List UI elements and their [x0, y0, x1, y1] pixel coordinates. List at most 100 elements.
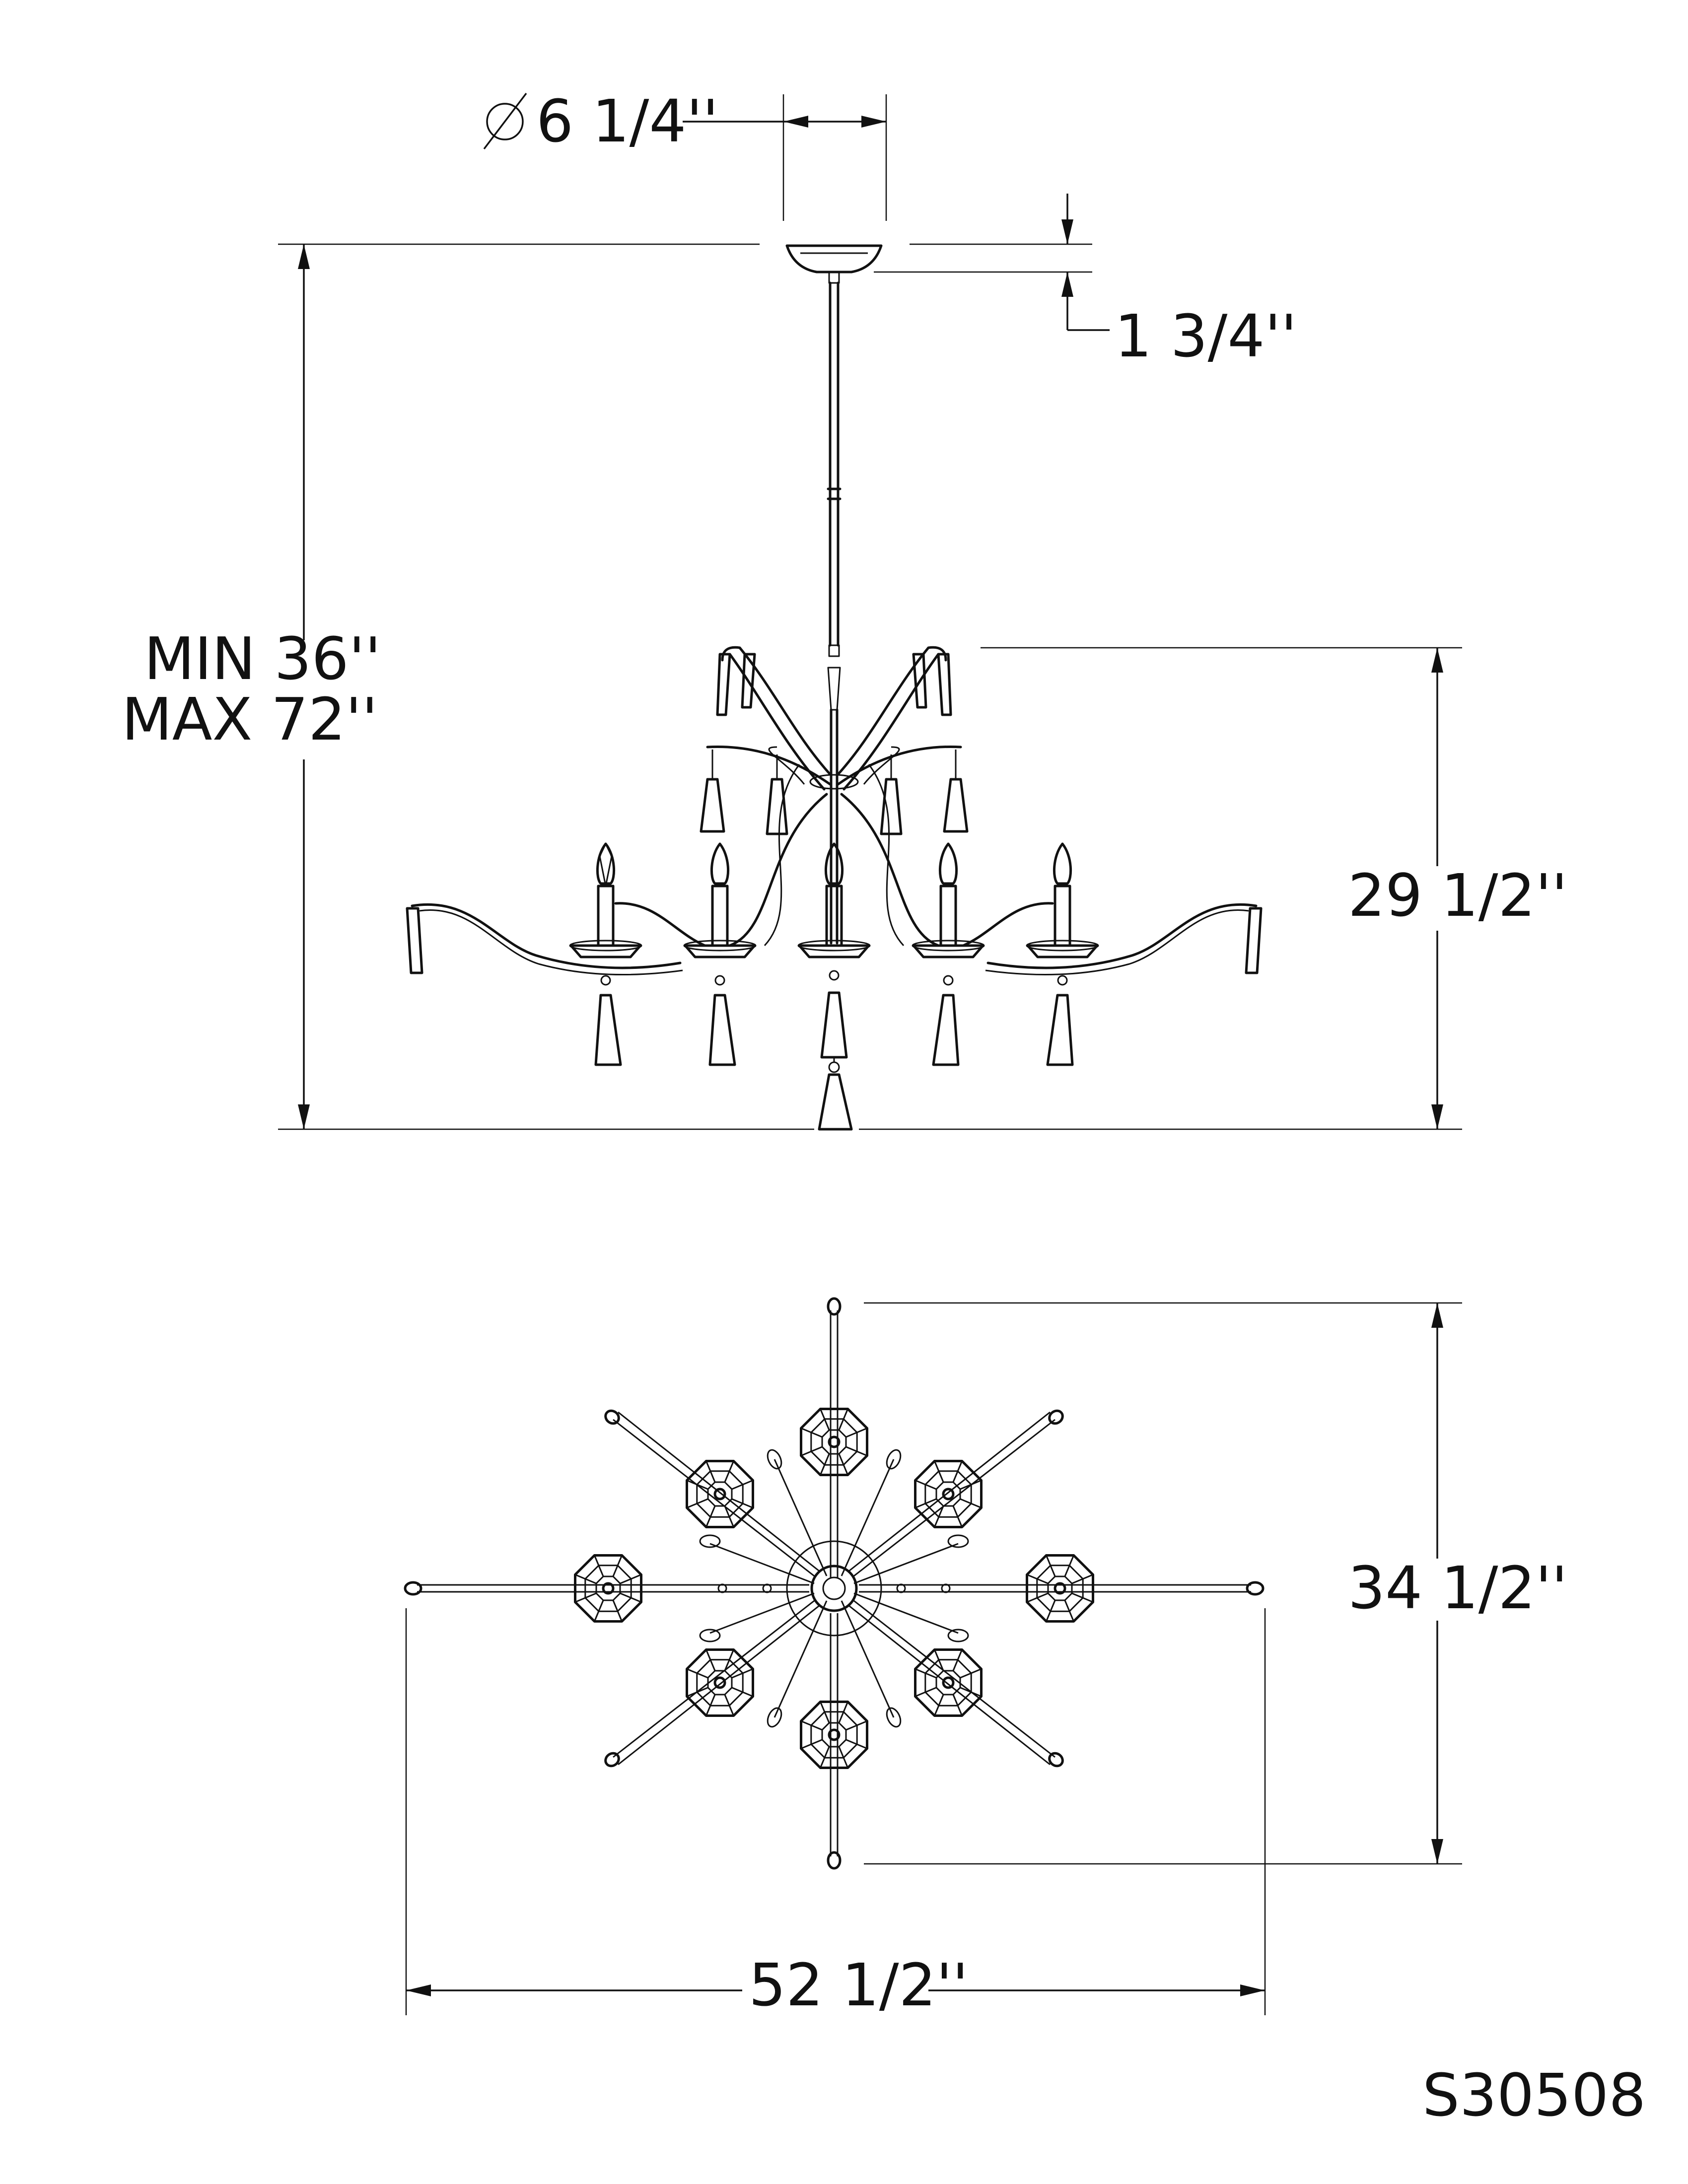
- rosette-facet: [960, 1687, 982, 1697]
- crystal-rosette: [914, 1648, 983, 1717]
- rosette-ring: [584, 1565, 632, 1612]
- overall-height-max-label: MAX 72'': [122, 685, 378, 753]
- rosette-facet: [800, 1446, 823, 1456]
- rosette-center: [828, 1435, 841, 1448]
- rosette-facet: [612, 1600, 623, 1622]
- rosette-center: [713, 1676, 726, 1689]
- rosette-facet: [1071, 1574, 1094, 1584]
- downrod: [809, 281, 859, 945]
- rosette-ring: [924, 1470, 972, 1518]
- rosette-facet: [952, 1694, 963, 1716]
- rosette-facet: [612, 1555, 623, 1577]
- rosette-facet: [1046, 1555, 1056, 1577]
- rosette-facet: [724, 1505, 734, 1528]
- rosette-facet: [838, 1701, 848, 1723]
- mid-arms: [706, 745, 962, 786]
- top-view-hub: [786, 1540, 882, 1637]
- rosette-ring: [696, 1659, 744, 1706]
- rosette-facet: [594, 1555, 604, 1577]
- candle-2: [683, 842, 757, 958]
- rosette-facet: [731, 1687, 754, 1697]
- rosette-facet: [686, 1668, 708, 1679]
- rosette-ring: [821, 1429, 847, 1455]
- crystal-rosette: [914, 1460, 983, 1528]
- rosette-facet: [731, 1480, 754, 1490]
- chandelier-side-view: [406, 244, 1263, 1131]
- rosette-facet: [724, 1460, 734, 1483]
- rosette-facet: [952, 1505, 963, 1528]
- body-height-dimension: [859, 647, 1462, 1130]
- model-number: S30508: [1422, 2061, 1646, 2129]
- body-height-label: 29 1/2'': [1348, 861, 1567, 930]
- rosette-facet: [960, 1498, 982, 1508]
- rosette-facet: [594, 1600, 604, 1622]
- rosette-ring: [924, 1659, 972, 1706]
- rosette-ring: [696, 1470, 744, 1518]
- rosette-facet: [724, 1694, 734, 1716]
- rosette-facet: [838, 1746, 848, 1769]
- candle-4: [912, 842, 985, 958]
- crystal-rosette: [800, 1408, 868, 1476]
- rosette-facet: [934, 1460, 944, 1483]
- crystal-rosette: [686, 1648, 754, 1717]
- rosette-center: [602, 1582, 615, 1595]
- crystal-rosette: [574, 1554, 642, 1623]
- crystal-rosette: [800, 1701, 868, 1769]
- top-view-depth-label: 34 1/2'': [1348, 1554, 1567, 1622]
- crystal-rosette: [1026, 1554, 1094, 1623]
- rosette-facet: [934, 1694, 944, 1716]
- candles: [569, 842, 1099, 958]
- rosette-ring: [810, 1711, 858, 1759]
- top-view-depth-dimension: [864, 1302, 1462, 1865]
- rosette-facet: [620, 1574, 642, 1584]
- rosette-ring: [595, 1575, 621, 1601]
- rosette-facet: [686, 1687, 708, 1697]
- canopy-diameter-dimension: [683, 94, 887, 221]
- rosette-facet: [960, 1668, 982, 1679]
- chandelier-top-view: [404, 1297, 1265, 1870]
- rosette-facet: [574, 1574, 597, 1584]
- rosette-ring: [821, 1722, 847, 1748]
- rosette-facet: [1064, 1600, 1074, 1622]
- rosette-facet: [845, 1446, 868, 1456]
- rosette-facet: [914, 1687, 937, 1697]
- rosette-facet: [800, 1428, 823, 1438]
- rosette-center: [1054, 1582, 1066, 1595]
- rosette-ring: [1047, 1575, 1073, 1601]
- rosette-facet: [686, 1480, 708, 1490]
- rosette-facet: [731, 1498, 754, 1508]
- rosette-facet: [574, 1592, 597, 1603]
- rosette-facet: [705, 1649, 716, 1671]
- rosette-ring: [1036, 1565, 1084, 1612]
- rosette-center: [942, 1488, 955, 1501]
- crystal-rosette: [686, 1460, 754, 1528]
- rosette-facet: [952, 1460, 963, 1483]
- rosette-facet: [934, 1505, 944, 1528]
- rosette-facet: [952, 1649, 963, 1671]
- top-view-leaf-crystals: [699, 1449, 969, 1728]
- rosette-facet: [800, 1739, 823, 1749]
- top-view-width-dimension: [405, 1608, 1266, 2015]
- overall-height-min-label: MIN 36'': [144, 624, 381, 693]
- rosette-center: [828, 1728, 841, 1741]
- rosette-facet: [845, 1428, 868, 1438]
- rosette-facet: [934, 1649, 944, 1671]
- top-view-spokes: [417, 1310, 1251, 1856]
- rosette-facet: [914, 1668, 937, 1679]
- rosette-facet: [820, 1453, 830, 1476]
- rosette-facet: [705, 1460, 716, 1483]
- outer-arms: [411, 902, 1258, 976]
- rosette-facet: [914, 1498, 937, 1508]
- diameter-symbol: [483, 92, 527, 150]
- rosette-facet: [845, 1720, 868, 1731]
- canopy-height-dimension: [874, 194, 1110, 331]
- rosette-facet: [705, 1694, 716, 1716]
- rosette-facet: [620, 1592, 642, 1603]
- upper-arms: [721, 646, 947, 791]
- rosette-facet: [1026, 1574, 1049, 1584]
- canopy: [785, 244, 883, 284]
- overall-height-dimension: [278, 243, 814, 1130]
- rosette-facet: [914, 1480, 937, 1490]
- candle-1: [569, 842, 642, 958]
